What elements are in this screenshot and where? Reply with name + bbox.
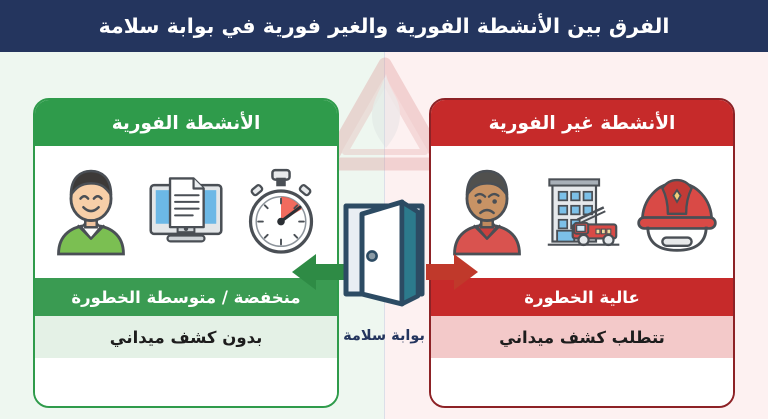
civil-defense-flame-triangle-logo-icon [320,52,450,182]
panel-immediate-activities: الأنشطة الفورية [33,98,339,408]
panel-right-header: الأنشطة غير الفورية [431,100,733,146]
arrow-left-icon [290,250,346,298]
panel-left-footer-spacer [35,358,337,406]
stopwatch-icon [239,160,323,264]
panel-right-risk-band: عالية الخطورة [431,278,733,316]
panel-left-header-label: الأنشطة الفورية [111,112,261,134]
panel-right-icons [431,146,733,278]
fire-helmet-icon [635,160,719,264]
panel-right-inspection-band: تتطلب كشف ميداني [431,316,733,358]
arrow-right-icon [424,250,480,298]
panel-left-icons [35,146,337,278]
unhappy-person-red-icon [445,160,529,264]
panel-left-inspection-label: بدون كشف ميداني [109,327,263,347]
gateway-caption: بوابة سلامة [343,328,425,344]
happy-person-green-icon [49,160,133,264]
panel-right-inspection-label: تتطلب كشف ميداني [499,327,665,347]
page-title: الفرق بين الأنشطة الفورية والغير فورية ف… [98,14,670,38]
panel-left-inspection-band: بدون كشف ميداني [35,316,337,358]
title-bar: الفرق بين الأنشطة الفورية والغير فورية ف… [0,0,768,52]
panel-left-risk-band: منخفضة / متوسطة الخطورة [35,278,337,316]
open-door-icon [332,192,436,308]
panel-left-header: الأنشطة الفورية [35,100,337,146]
panel-right-risk-label: عالية الخطورة [524,287,640,307]
panel-non-immediate-activities: الأنشطة غير الفورية [429,98,735,408]
panel-right-header-label: الأنشطة غير الفورية [488,112,676,134]
monitor-document-icon [144,160,228,264]
content-stage: الأنشطة الفورية [0,52,768,419]
panel-left-risk-label: منخفضة / متوسطة الخطورة [71,287,301,307]
fire-truck-building-icon [540,160,624,264]
panel-right-footer-spacer [431,358,733,406]
